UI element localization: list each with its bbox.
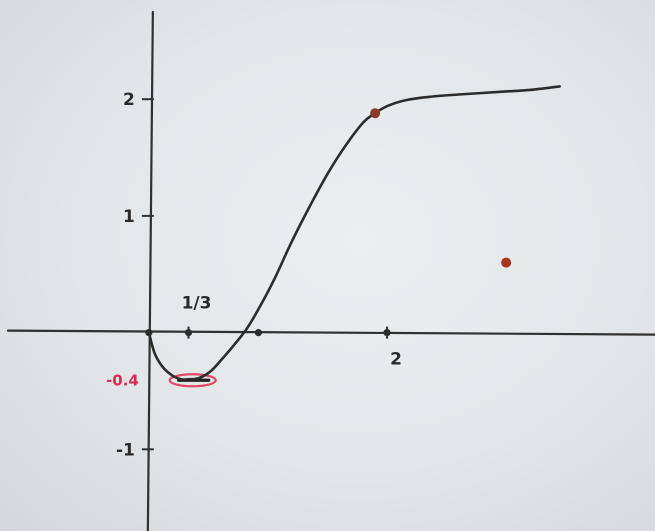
x-tick-label-0: 1/3 [182, 294, 212, 314]
plot-point-5 [501, 257, 512, 268]
function-curve-0 [147, 85, 561, 381]
plot-point-0 [145, 329, 153, 337]
plot-point-1 [184, 329, 193, 337]
x-axis-line [6, 329, 655, 336]
y-tick-label-1: 1 [123, 207, 135, 227]
plot-point-2 [254, 329, 263, 337]
y-tick-label-0: 2 [123, 90, 135, 110]
minimum-highlight-ellipse [168, 373, 217, 388]
x-tick-label-1: 2 [390, 350, 402, 370]
y-axis-line [146, 10, 154, 531]
annotation-label-0: -0.4 [106, 371, 139, 389]
plot-point-3 [383, 329, 391, 337]
plot-point-4 [370, 108, 381, 119]
y-tick-label-2: -1 [116, 440, 135, 460]
